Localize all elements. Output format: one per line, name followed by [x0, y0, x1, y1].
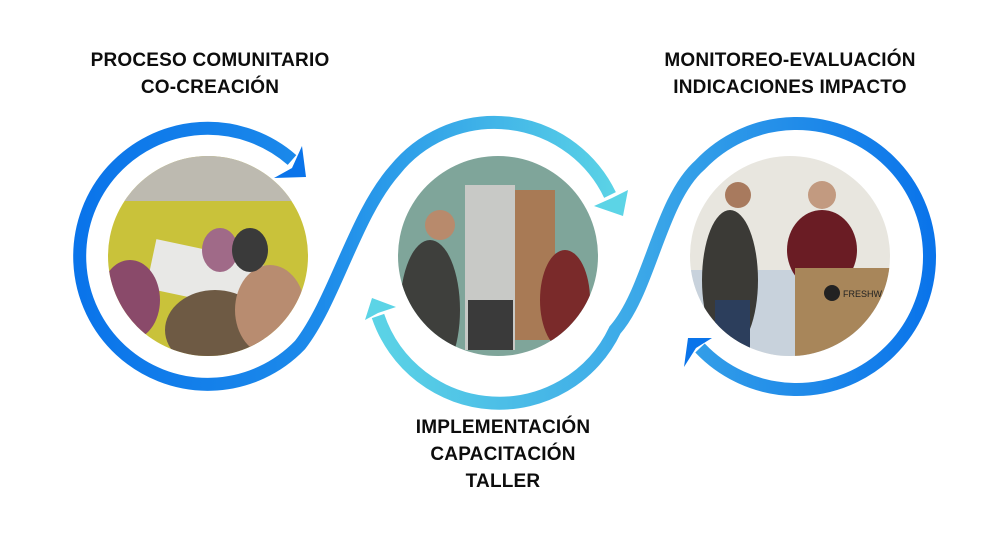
stage-label-line: IMPLEMENTACIÓN	[415, 417, 591, 438]
arrowhead-3-icon	[365, 298, 396, 320]
stage-label-community: PROCESO COMUNITARIO CO-CREACIÓN	[60, 47, 360, 101]
stage-label-monitoring: MONITOREO-EVALUACIÓN INDICACIONES IMPACT…	[620, 47, 960, 101]
stage-label-line: MONITOREO-EVALUACIÓN	[664, 50, 916, 71]
flow-arrow-path-2	[371, 117, 937, 410]
stage-label-line: INDICACIONES IMPACTO	[673, 77, 907, 98]
training-workshop-photo	[398, 156, 598, 356]
community-meeting-photo	[108, 156, 308, 356]
photo-sign-text: FRESHWAT	[843, 289, 893, 299]
stage-label-line: TALLER	[465, 471, 541, 492]
monitoring-photo: FRESHWAT	[690, 156, 893, 356]
stage-label-line: CAPACITACIÓN	[430, 444, 576, 465]
arrowhead-1-icon	[274, 146, 306, 178]
flow-arrow-path-1	[73, 115, 616, 391]
stage-label-line: PROCESO COMUNITARIO	[90, 50, 330, 71]
arrowhead-4-icon	[684, 338, 712, 367]
stage-label-implementation: IMPLEMENTACIÓN CAPACITACIÓN TALLER	[353, 414, 653, 495]
arrowhead-2-icon	[594, 190, 628, 216]
stage-label-line: CO-CREACIÓN	[140, 77, 280, 98]
